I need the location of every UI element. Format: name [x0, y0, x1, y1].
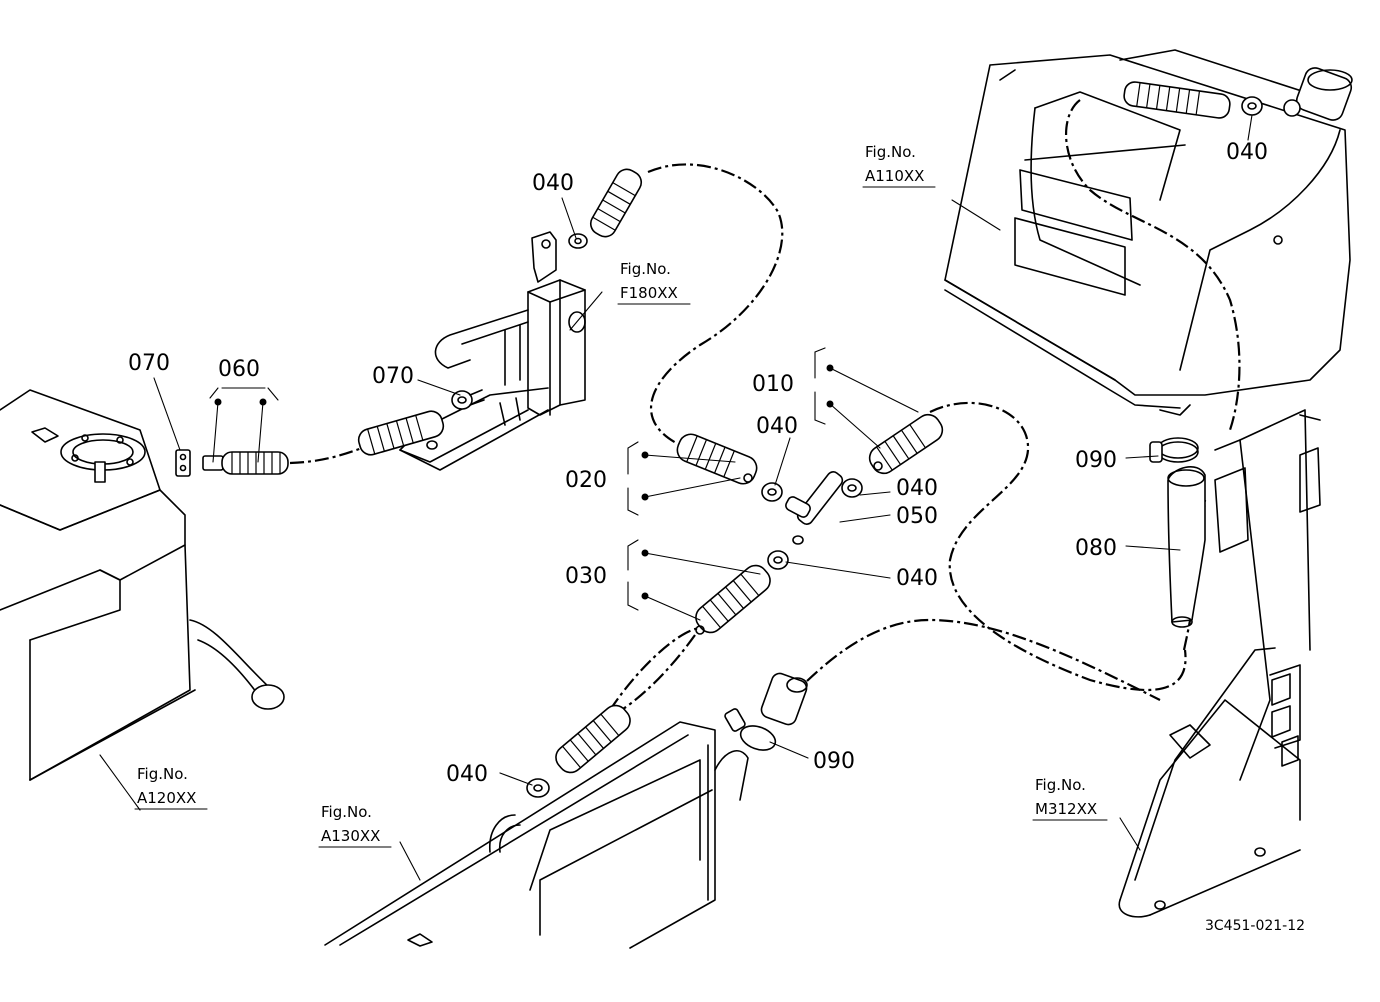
fig-a110-label: Fig.No.	[865, 143, 916, 161]
clamp-090-top	[1149, 437, 1199, 463]
label-040-center-top[interactable]: 040	[756, 414, 798, 439]
fuel-line-left	[289, 446, 363, 465]
label-080[interactable]: 080	[1075, 536, 1117, 561]
bracket-f180	[399, 231, 586, 471]
label-060[interactable]: 060	[218, 357, 260, 382]
fig-m312-label: Fig.No.	[1035, 776, 1086, 794]
fitting-070-left	[175, 449, 191, 477]
clamp-040-top-left	[568, 233, 588, 249]
label-030[interactable]: 030	[565, 564, 607, 589]
part-labels: 040 040 070 060 070 010 040 020 040 050 …	[128, 140, 1268, 787]
t-joint-050	[785, 471, 844, 545]
hose-060	[202, 451, 289, 475]
label-020[interactable]: 020	[565, 468, 607, 493]
label-040-center-right[interactable]: 040	[896, 476, 938, 501]
leader-dots	[214, 364, 834, 600]
hose-left-corrugated	[357, 410, 445, 456]
clamp-040-center	[761, 478, 863, 570]
figure-references: Fig.No. F180XX Fig.No. A110XX Fig.No. A1…	[134, 143, 1108, 848]
label-040-center-mid[interactable]: 040	[896, 566, 938, 591]
hose-020	[676, 433, 758, 485]
leader-lines	[99, 114, 1253, 881]
label-040-top-right[interactable]: 040	[1226, 140, 1268, 165]
fuel-tank-left	[0, 389, 285, 781]
label-070-mid[interactable]: 070	[372, 364, 414, 389]
drawing-code: 3C451-021-12	[1205, 918, 1305, 934]
hose-080	[1167, 466, 1206, 628]
fig-f180-code[interactable]: F180XX	[620, 284, 678, 302]
fitting-070-mid	[451, 389, 485, 410]
fig-a120-code[interactable]: A120XX	[137, 789, 196, 807]
group-brackets	[209, 347, 826, 611]
hose-030	[695, 564, 771, 635]
fig-a130-code[interactable]: A130XX	[321, 827, 380, 845]
radiator-a130	[324, 721, 749, 949]
fig-a130-label: Fig.No.	[321, 803, 372, 821]
hose-top-corrugated	[589, 168, 643, 238]
clamp-040-top-right	[1241, 96, 1301, 117]
fig-a110-code[interactable]: A110XX	[865, 167, 924, 185]
tank-a110	[944, 49, 1353, 416]
hose-connector-bottom	[760, 672, 808, 726]
fig-f180-label: Fig.No.	[620, 260, 671, 278]
label-040-top-left[interactable]: 040	[532, 171, 574, 196]
label-050[interactable]: 050	[896, 504, 938, 529]
label-010[interactable]: 010	[752, 372, 794, 397]
fuel-line-lower	[611, 634, 696, 717]
label-090-top[interactable]: 090	[1075, 448, 1117, 473]
label-090-bottom[interactable]: 090	[813, 749, 855, 774]
hose-bottom-corrugated	[555, 704, 631, 774]
fig-a120-label: Fig.No.	[137, 765, 188, 783]
label-040-bottom[interactable]: 040	[446, 762, 488, 787]
fig-m312-code[interactable]: M312XX	[1035, 800, 1097, 818]
clamp-090-bottom	[724, 708, 777, 751]
clamp-040-bottom	[526, 778, 550, 798]
hose-010	[868, 413, 944, 475]
frame-m312	[1118, 409, 1321, 918]
label-070-left[interactable]: 070	[128, 351, 170, 376]
hose-top-right	[1123, 81, 1231, 119]
